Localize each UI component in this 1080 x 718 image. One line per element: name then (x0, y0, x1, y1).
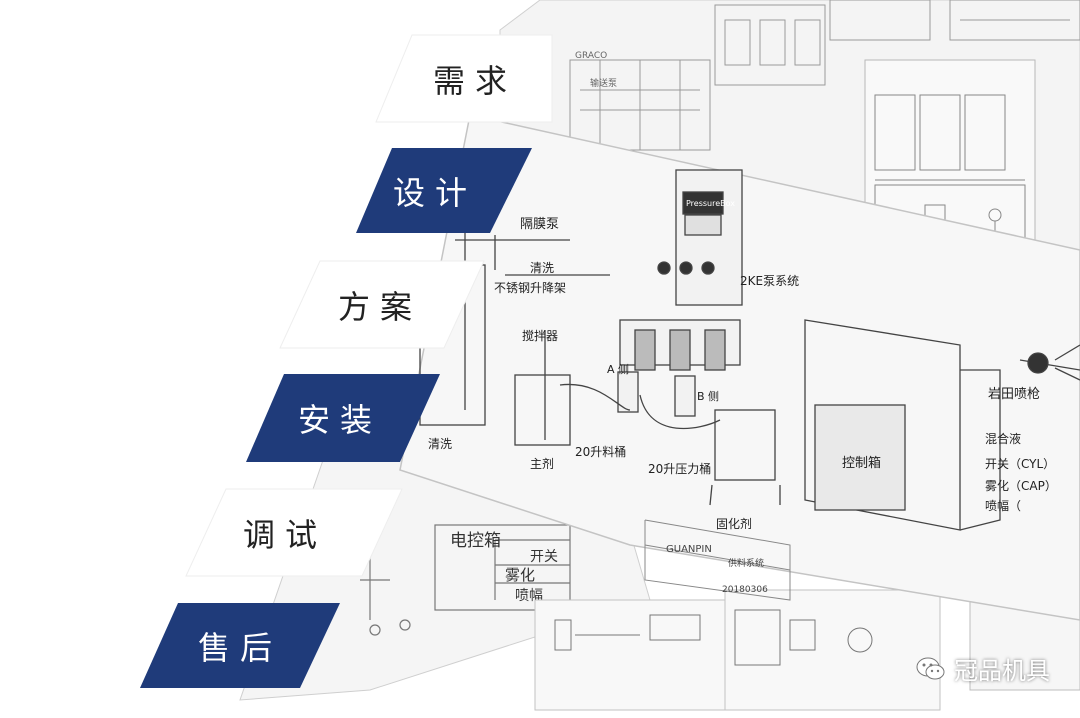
step-label: 方案 (337, 287, 422, 326)
graco-label: GRACO (575, 51, 607, 61)
nozzle-main-label: 喷幅（ (985, 498, 1021, 513)
curing-agent-label: 固化剂 (716, 516, 752, 531)
watermark: 冠品机具 (916, 651, 1050, 686)
title-block-date: 20180306 (722, 585, 768, 595)
process-step-requirement: 需求 (400, 35, 550, 122)
side-a-label: A 侧 (607, 363, 629, 376)
panel-brand-label: PressureBox (686, 199, 735, 208)
clean-top-label: 清洗 (530, 261, 554, 275)
sheet-lower-middle (534, 589, 941, 711)
main-drawing-sheet: GUANPIN 供料系统 20180306 PressureBox (399, 114, 1080, 621)
watermark-text: 冠品机具 (954, 657, 1050, 685)
main-agent-label: 主剂 (530, 456, 554, 471)
step-label: 安装 (297, 401, 382, 439)
tab-bg-2 (356, 148, 532, 233)
title-block-brand: GUANPIN (666, 544, 712, 555)
title-block-system: 供料系统 (728, 557, 764, 569)
wechat-icon (916, 657, 945, 679)
tab-bg-6 (140, 603, 340, 688)
tab-bg-4 (246, 374, 440, 462)
tab-bg-1 (375, 34, 553, 123)
atomize-label: 雾化 (505, 566, 535, 584)
pump-system-label: 2KE泵系统 (740, 274, 799, 288)
mixed-liquid-label: 混合液 (985, 431, 1021, 446)
side-b-label: B 侧 (697, 390, 719, 403)
pressure-tank-label: 20升压力桶 (648, 461, 711, 476)
clean-bottom-label: 清洗 (428, 437, 452, 451)
electric-box-label: 电控箱 (450, 531, 501, 551)
control-box-label: 控制箱 (842, 455, 881, 471)
diaphragm-pump-label: 隔膜泵 (520, 217, 559, 232)
top-note-label: 输送泵 (590, 77, 617, 89)
step-label: 调试 (242, 515, 327, 554)
tab-bg-5 (185, 488, 403, 577)
process-step-install: 安装 (265, 374, 415, 462)
switch-cyl-label: 开关（CYL） (985, 457, 1055, 471)
bucket-20l-label: 20升料桶 (575, 444, 626, 459)
mixer-label: 搅拌器 (522, 328, 558, 343)
tab-bg-3 (279, 260, 485, 349)
step-label: 设计 (392, 173, 477, 212)
process-step-plan: 方案 (305, 261, 455, 348)
step-label: 售后 (197, 628, 282, 667)
switch-label: 开关 (530, 549, 558, 565)
atomize-cap-label: 雾化（CAP） (985, 479, 1057, 493)
process-tabs (140, 34, 553, 688)
step-label: 需求 (432, 61, 517, 100)
process-step-after-sales: 售后 (165, 603, 315, 688)
process-step-design: 设计 (360, 148, 510, 233)
spray-gun-label: 岩田喷枪 (988, 386, 1040, 402)
lift-frame-label: 不锈钢升降架 (494, 281, 566, 295)
process-step-debug: 调试 (210, 489, 360, 576)
